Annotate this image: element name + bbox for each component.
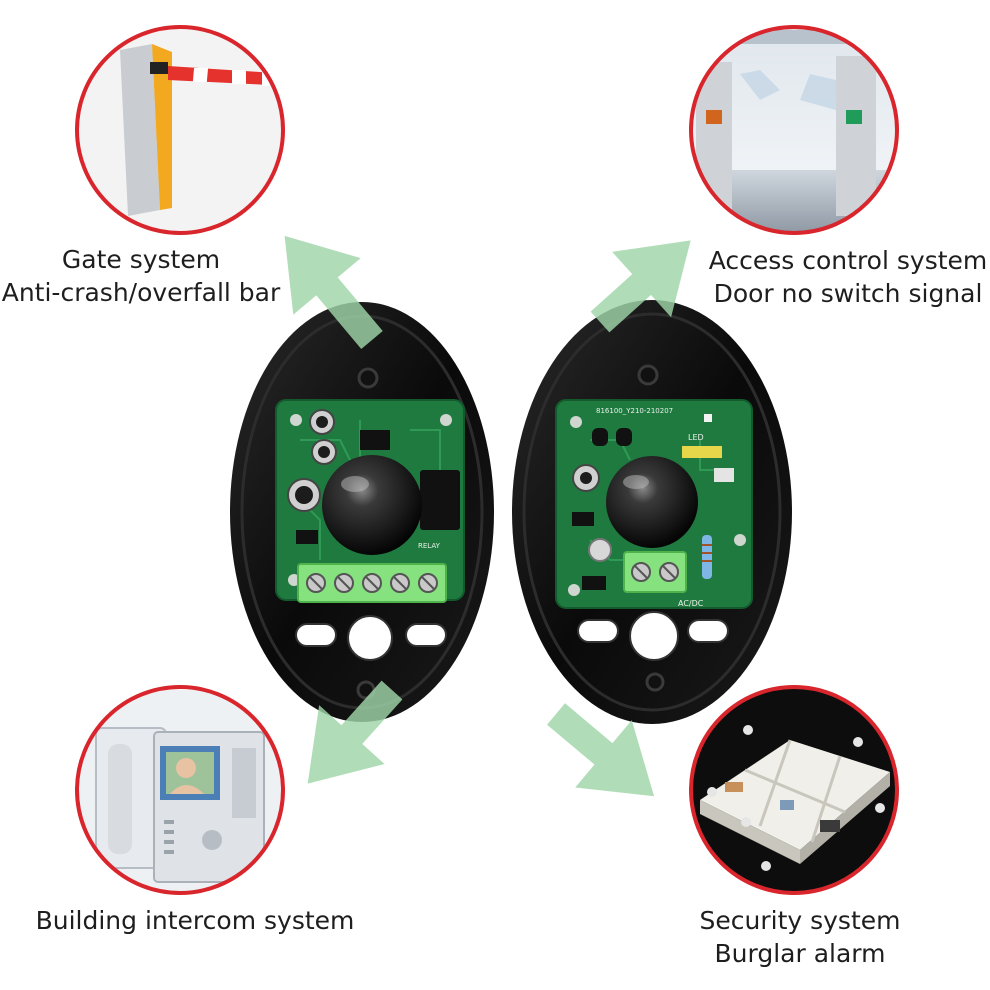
cable-slot-icon (295, 623, 337, 647)
board-model-marking: 816100_Y210-210207 (596, 407, 673, 415)
security-system-image (689, 685, 899, 895)
mount-hole-icon (645, 672, 665, 692)
receiver-unit: 816100_Y210-210207 LED AC/DC (512, 300, 792, 724)
cable-slot-icon (687, 619, 729, 643)
resistor-component (702, 535, 712, 579)
led-marking: LED (688, 433, 704, 442)
gate-system-label: Gate system Anti-crash/overfall bar (0, 243, 282, 309)
security-system-title: Security system (699, 906, 901, 935)
access-control-title: Access control system (708, 246, 988, 275)
relay-component (420, 470, 460, 530)
mount-hole-icon (357, 367, 379, 389)
gate-system-image (75, 25, 285, 235)
arrow-to-access (590, 240, 691, 333)
gate-system-subtitle: Anti-crash/overfall bar (1, 278, 281, 307)
access-control-subtitle: Door no switch signal (713, 279, 983, 308)
image-frame-ring (689, 685, 899, 895)
transmitter-unit: RELAY (230, 302, 494, 722)
intercom-image (75, 685, 285, 895)
security-system-subtitle: Burglar alarm (714, 939, 886, 968)
intercom-title: Building intercom system (35, 906, 355, 935)
image-frame-ring (75, 685, 285, 895)
relay-marking: RELAY (418, 542, 441, 550)
cable-slot-icon (405, 623, 447, 647)
access-control-image (689, 25, 899, 235)
ir-lens-dome (606, 456, 698, 548)
security-system-label: Security system Burglar alarm (680, 904, 920, 970)
application-arrows (284, 235, 691, 797)
barrier-cabinet (120, 44, 160, 216)
gate-system-title: Gate system (61, 245, 221, 274)
mount-hole-icon (637, 364, 659, 386)
led-icon (704, 414, 712, 422)
arrow-to-gate (284, 235, 383, 349)
image-frame-ring (75, 25, 285, 235)
intercom-label: Building intercom system (20, 904, 370, 937)
cable-slot-icon (577, 619, 619, 643)
arrow-to-security (547, 703, 655, 797)
ir-lens-dome (322, 455, 422, 555)
terminal-block (623, 551, 687, 593)
turnstile-right (836, 56, 876, 216)
acdc-marking: AC/DC (678, 599, 704, 608)
image-frame-ring (689, 25, 899, 235)
arrow-to-intercom (307, 680, 403, 784)
access-control-label: Access control system Door no switch sig… (706, 244, 990, 310)
cable-entry-icon (629, 611, 679, 661)
cable-entry-icon (347, 615, 393, 661)
